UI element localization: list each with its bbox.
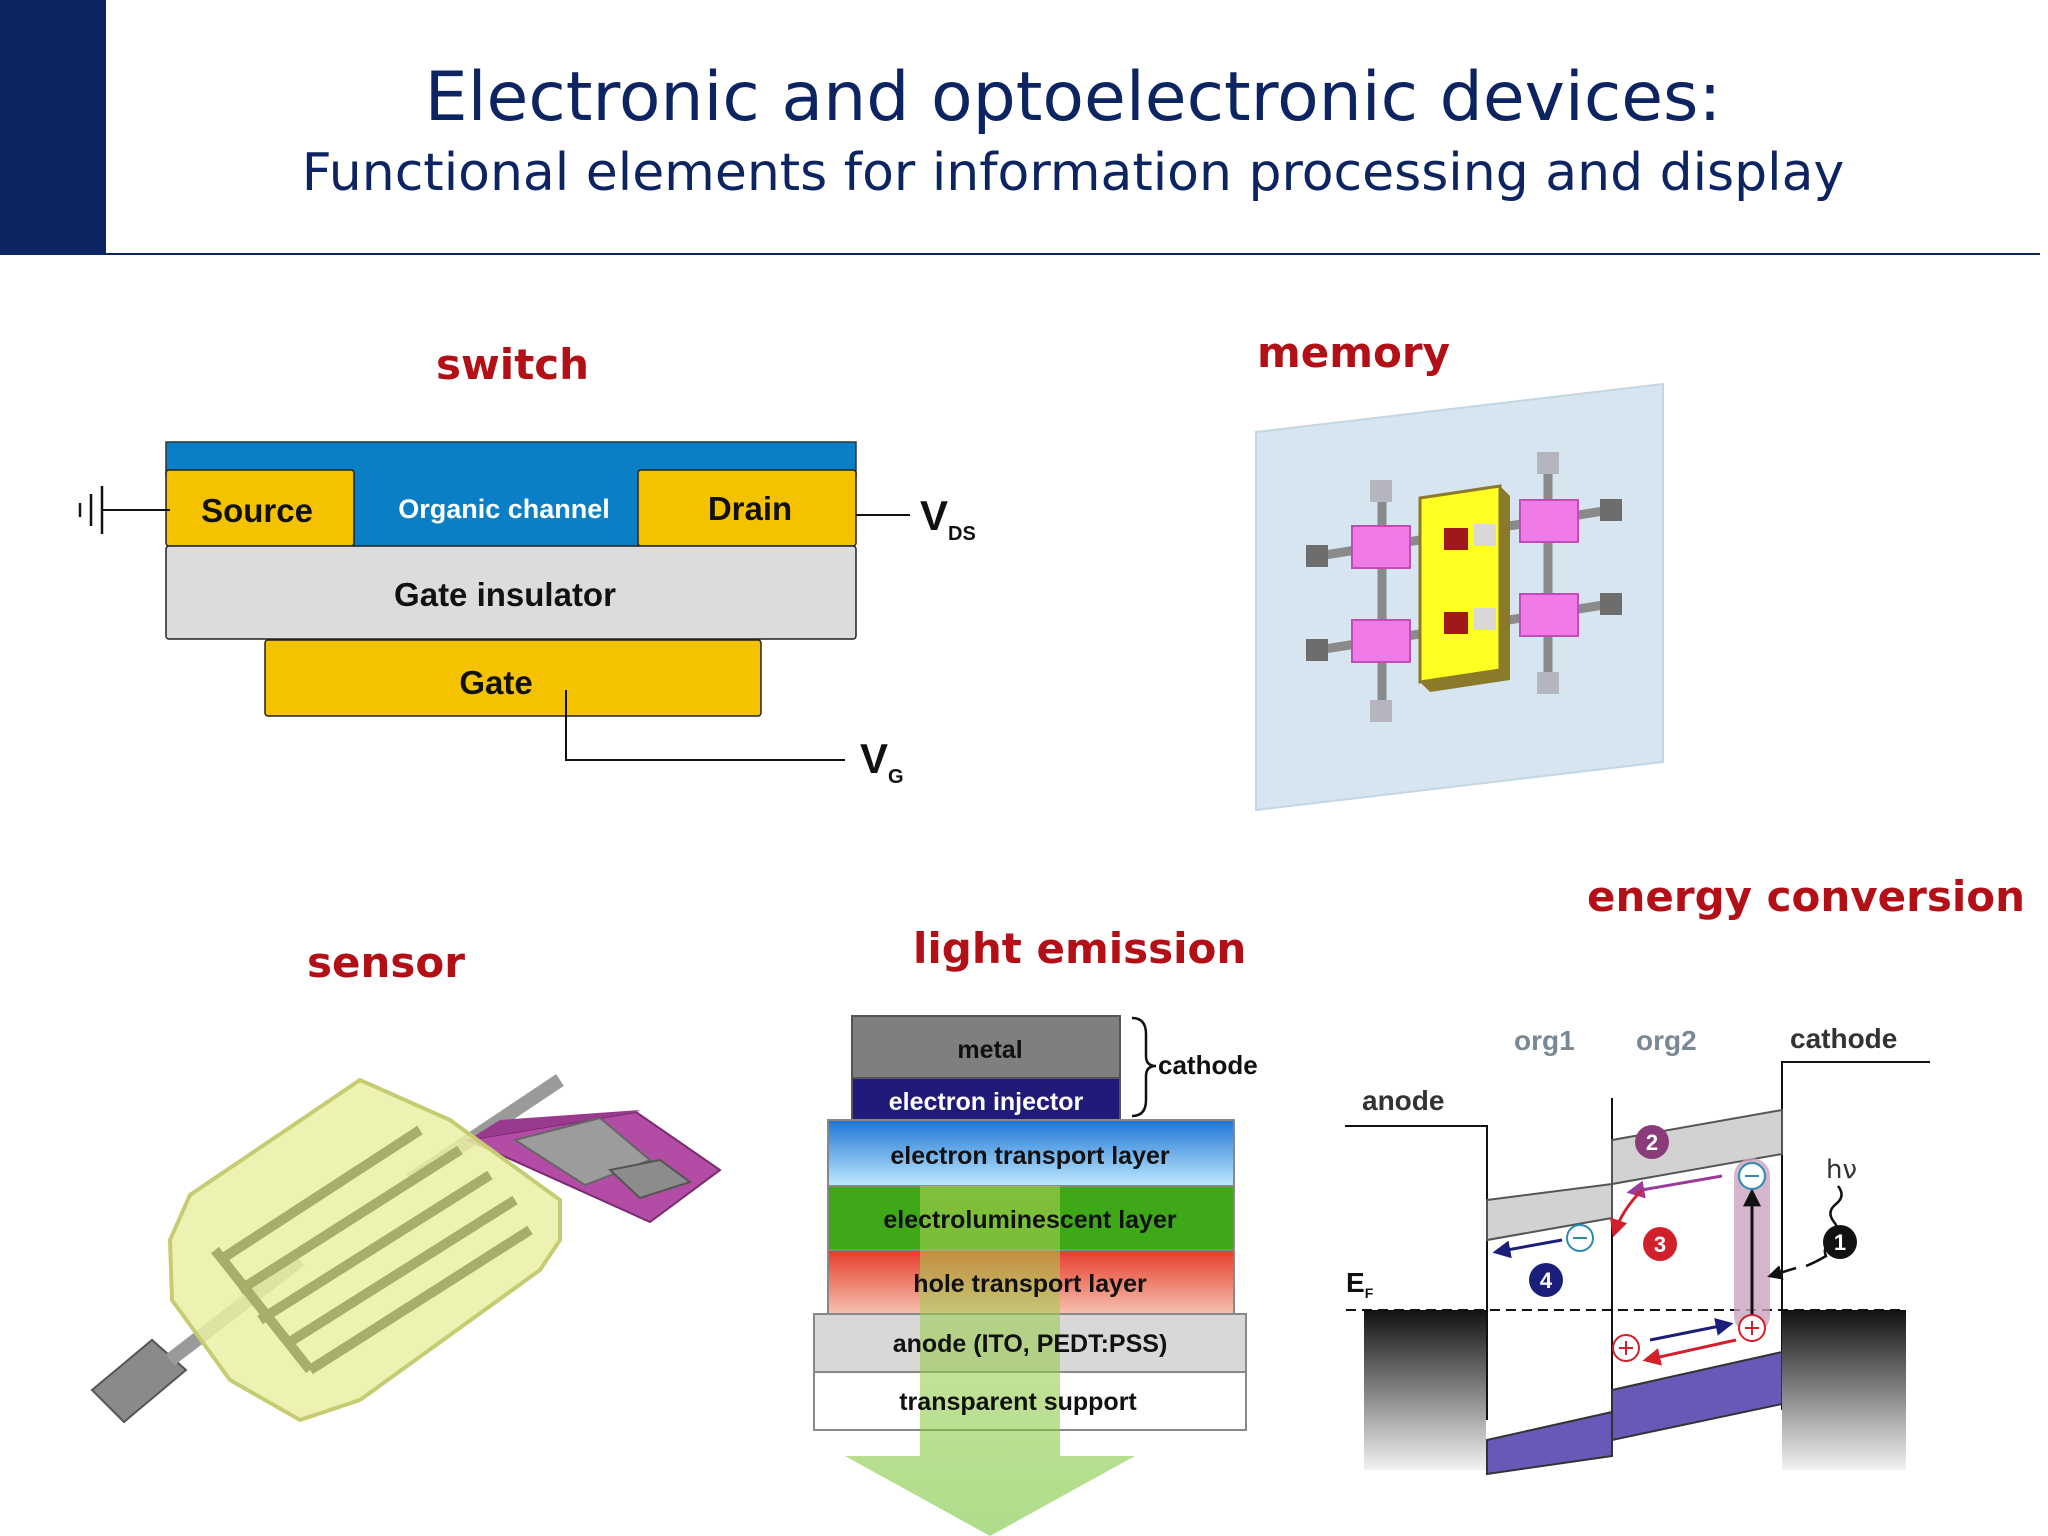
switch-label: switch [436, 340, 590, 389]
org1-homo [1486, 1410, 1613, 1476]
gate-label: Gate [459, 664, 532, 701]
vg-label: VG [860, 735, 904, 788]
cathode-electrode [1782, 1310, 1906, 1470]
oled-layer-metal [851, 1015, 1121, 1081]
memory-pad [1600, 499, 1622, 521]
memory-contact [1444, 612, 1468, 634]
transistor-diagram: Source Organic channel Drain Gate insula… [78, 441, 976, 788]
sensor-label: sensor [307, 938, 465, 987]
memory-block [1418, 484, 1502, 684]
step-1-marker [1823, 1225, 1857, 1259]
slide-title: Electronic and optoelectronic devices: [424, 58, 1722, 137]
energy-conversion-label: energy conversion [1587, 872, 2026, 921]
header-rule [106, 253, 2040, 255]
step-2-marker [1635, 1125, 1669, 1159]
gate-electrode [264, 639, 762, 717]
memory-pad [1370, 700, 1392, 722]
oled-label-support: transparent support [899, 1388, 1137, 1416]
org1-label: org1 [1514, 1025, 1575, 1056]
hv-label: hν [1826, 1155, 1857, 1185]
oled-layer-electron-injector [851, 1077, 1121, 1123]
channel-label: Organic channel [398, 494, 610, 524]
cathode-brace [1131, 1016, 1157, 1118]
memory-contact [1474, 524, 1496, 546]
step-4-marker [1529, 1263, 1563, 1297]
oled-label-injector: electron injector [889, 1088, 1084, 1116]
vds-label: VDS [920, 492, 976, 545]
anode-label: anode [1362, 1085, 1444, 1116]
insulator-label: Gate insulator [394, 576, 616, 613]
memory-cell [1519, 593, 1579, 637]
memory-cell [1519, 499, 1579, 543]
hole-collection-arrow [1649, 1317, 1734, 1342]
anode-electrode [1364, 1310, 1486, 1470]
svg-text:2: 2 [1646, 1130, 1658, 1155]
org2-lumo [1611, 1108, 1783, 1186]
sensor-pad [90, 1338, 188, 1424]
oled-cathode-label: cathode [1158, 1050, 1258, 1080]
oled-stack: metal electron injector electron transpo… [813, 1015, 1258, 1536]
svg-text:1: 1 [1834, 1230, 1846, 1255]
cathode-label: cathode [1790, 1023, 1897, 1054]
oled-label-eml: electroluminescent layer [883, 1206, 1176, 1234]
corner-block [0, 0, 106, 255]
memory-pad [1537, 452, 1559, 474]
organic-channel [354, 470, 638, 546]
gate-wire [565, 690, 845, 761]
org2-homo [1611, 1350, 1783, 1442]
ground-icon [78, 486, 170, 534]
gate-insulator [165, 545, 857, 640]
oled-label-etl: electron transport layer [890, 1142, 1170, 1170]
svg-text:3: 3 [1654, 1232, 1666, 1257]
relaxation-arrow [1610, 1188, 1644, 1238]
sensor-diagram [90, 1074, 722, 1424]
band-diagram: EF hν 1 2 3 4 [1345, 1023, 1930, 1476]
org1-lumo [1486, 1182, 1613, 1242]
cathode-band [1781, 1061, 1930, 1410]
oled-label-htl: hole transport layer [913, 1270, 1147, 1298]
slide-subtitle: Functional elements for information proc… [301, 143, 1845, 203]
step-3-marker [1643, 1227, 1677, 1261]
drain-label: Drain [708, 490, 792, 527]
memory-pad [1306, 545, 1328, 567]
electron-transfer-arrow [1626, 1174, 1723, 1199]
memory-pad [1306, 639, 1328, 661]
memory-contact [1444, 528, 1468, 550]
oled-label-metal: metal [957, 1036, 1022, 1064]
light-emission-label: light emission [913, 924, 1247, 973]
anode-band [1345, 1125, 1488, 1420]
sensor-electrode [607, 1158, 693, 1200]
ef-label: EF [1346, 1267, 1374, 1301]
memory-cell [1351, 619, 1411, 663]
oled-layer-etl [827, 1119, 1235, 1187]
source-label: Source [201, 492, 313, 529]
memory-label: memory [1257, 328, 1450, 377]
memory-pad [1370, 480, 1392, 502]
org2-label: org2 [1636, 1025, 1697, 1056]
electron-collection-arrow [1492, 1238, 1563, 1259]
memory-contact [1474, 608, 1496, 630]
emission-arrow [845, 1186, 1135, 1536]
hole-transfer-arrow [1642, 1338, 1737, 1366]
memory-cell [1351, 525, 1411, 569]
memory-pad [1600, 593, 1622, 615]
sensor-interdigitated-fingers [211, 1125, 533, 1375]
memory-diagram [1255, 382, 1664, 812]
memory-pad [1537, 672, 1559, 694]
oled-label-anode: anode (ITO, PEDT:PSS) [893, 1330, 1168, 1358]
svg-text:4: 4 [1540, 1268, 1553, 1293]
